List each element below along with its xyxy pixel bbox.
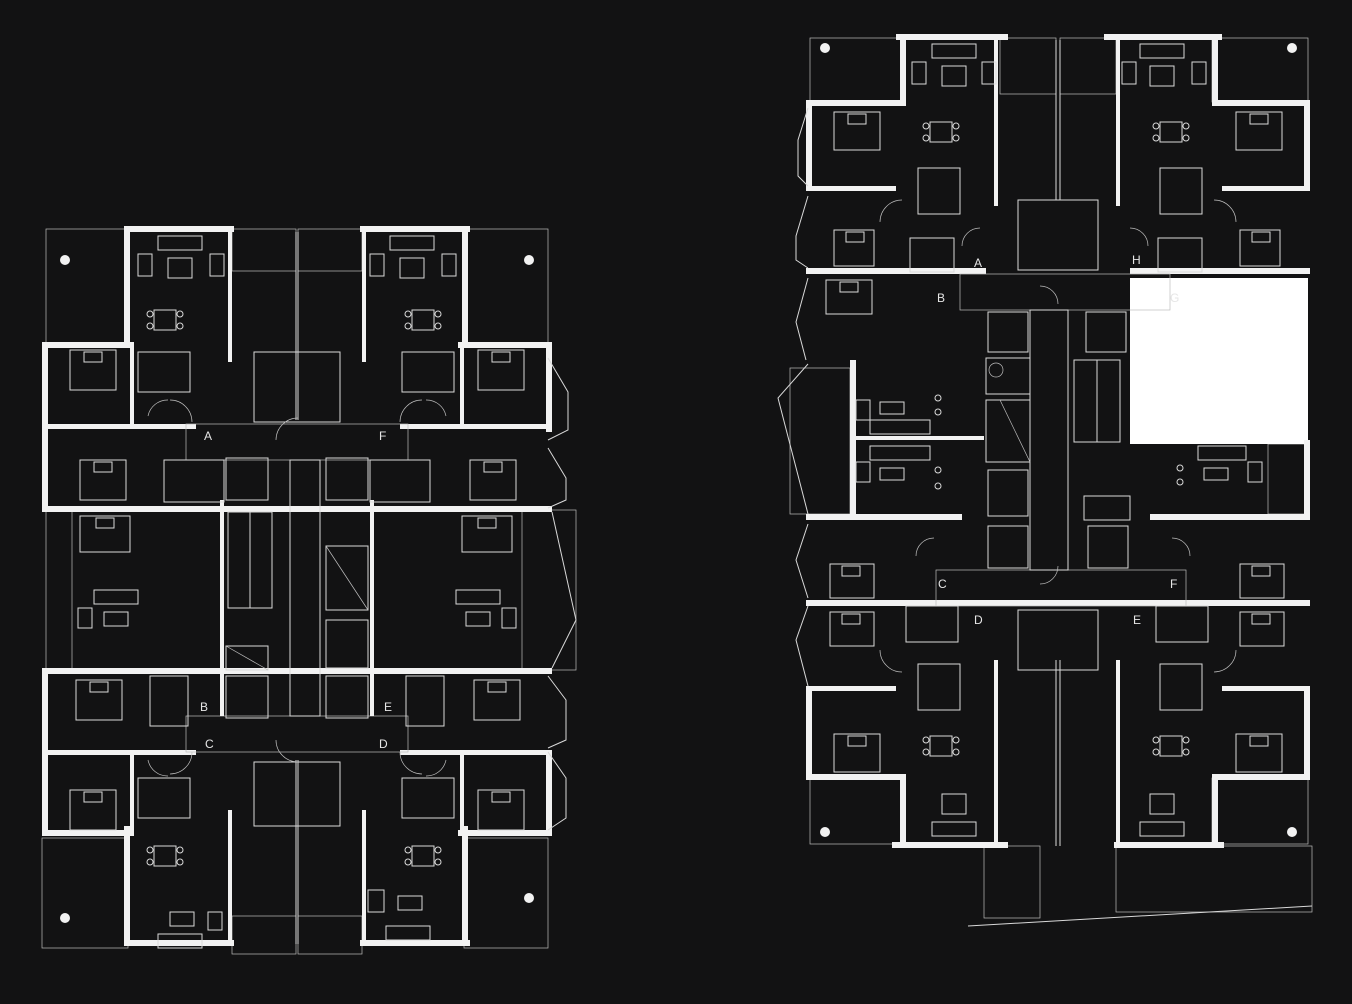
shaft bbox=[325, 545, 369, 611]
downpipe bbox=[820, 827, 830, 837]
terrace bbox=[1115, 845, 1313, 913]
loggia bbox=[297, 228, 363, 272]
living-furniture bbox=[77, 235, 517, 949]
balcony-side bbox=[45, 509, 73, 671]
terrace bbox=[983, 845, 1041, 919]
unit-label-b: B bbox=[200, 700, 208, 714]
bathroom-cluster bbox=[253, 351, 341, 423]
lift bbox=[225, 675, 269, 719]
central-corridor bbox=[1029, 309, 1069, 571]
balcony-side bbox=[1267, 443, 1307, 515]
corridor-bottom bbox=[185, 715, 409, 753]
unit-label-f: F bbox=[379, 429, 386, 443]
loggia bbox=[297, 915, 363, 955]
lift bbox=[987, 311, 1029, 353]
unit-label-e: E bbox=[384, 700, 392, 714]
unit-label-b: B bbox=[937, 291, 945, 305]
downpipe bbox=[1287, 43, 1297, 53]
lift bbox=[1087, 525, 1129, 569]
downpipe bbox=[60, 913, 70, 923]
lift bbox=[325, 619, 369, 669]
beds bbox=[825, 111, 1285, 773]
lift bbox=[225, 457, 269, 501]
dining-tables bbox=[146, 309, 442, 867]
balcony bbox=[45, 228, 129, 346]
unit-label-d: D bbox=[379, 737, 388, 751]
downpipe bbox=[820, 43, 830, 53]
loggia bbox=[231, 915, 297, 955]
unit-label-c: C bbox=[938, 577, 947, 591]
unit-label-e: E bbox=[1133, 613, 1141, 627]
unit-label-f: F bbox=[1170, 577, 1177, 591]
balcony-side bbox=[521, 509, 577, 671]
lift bbox=[987, 469, 1029, 517]
shaft bbox=[985, 399, 1031, 463]
lift bbox=[325, 675, 369, 719]
beds bbox=[69, 349, 525, 831]
bathroom-cluster bbox=[1017, 199, 1099, 271]
downpipe bbox=[1287, 827, 1297, 837]
unit-label-a: A bbox=[204, 429, 212, 443]
living-furniture bbox=[855, 43, 1263, 837]
lift bbox=[987, 525, 1029, 569]
doors bbox=[147, 399, 447, 777]
balcony bbox=[41, 837, 129, 949]
loggia bbox=[231, 228, 297, 272]
floor-plan-left: A F B E C D bbox=[41, 226, 577, 955]
floor-plan-right: A H B G C F D E bbox=[777, 34, 1313, 927]
central-corridor bbox=[289, 459, 321, 717]
unit-label-h: H bbox=[1132, 253, 1141, 267]
loggia bbox=[999, 37, 1057, 95]
unit-label-g: G bbox=[1170, 291, 1179, 305]
dining-tables bbox=[922, 121, 1190, 757]
corridor-top bbox=[185, 423, 409, 461]
unit-label-c: C bbox=[205, 737, 214, 751]
balcony-side bbox=[789, 367, 851, 515]
bathroom-cluster bbox=[1017, 609, 1099, 671]
lift bbox=[325, 457, 369, 501]
unit-label-a: A bbox=[974, 256, 982, 270]
doors bbox=[879, 199, 1237, 673]
lift bbox=[1085, 311, 1127, 353]
downpipe bbox=[524, 255, 534, 265]
bathroom-cluster bbox=[253, 761, 341, 827]
downpipe bbox=[524, 893, 534, 903]
unit-label-d: D bbox=[974, 613, 983, 627]
loggia bbox=[1059, 37, 1117, 95]
balcony bbox=[463, 837, 549, 949]
void bbox=[1130, 278, 1308, 444]
balcony bbox=[463, 228, 549, 346]
downpipe bbox=[60, 255, 70, 265]
